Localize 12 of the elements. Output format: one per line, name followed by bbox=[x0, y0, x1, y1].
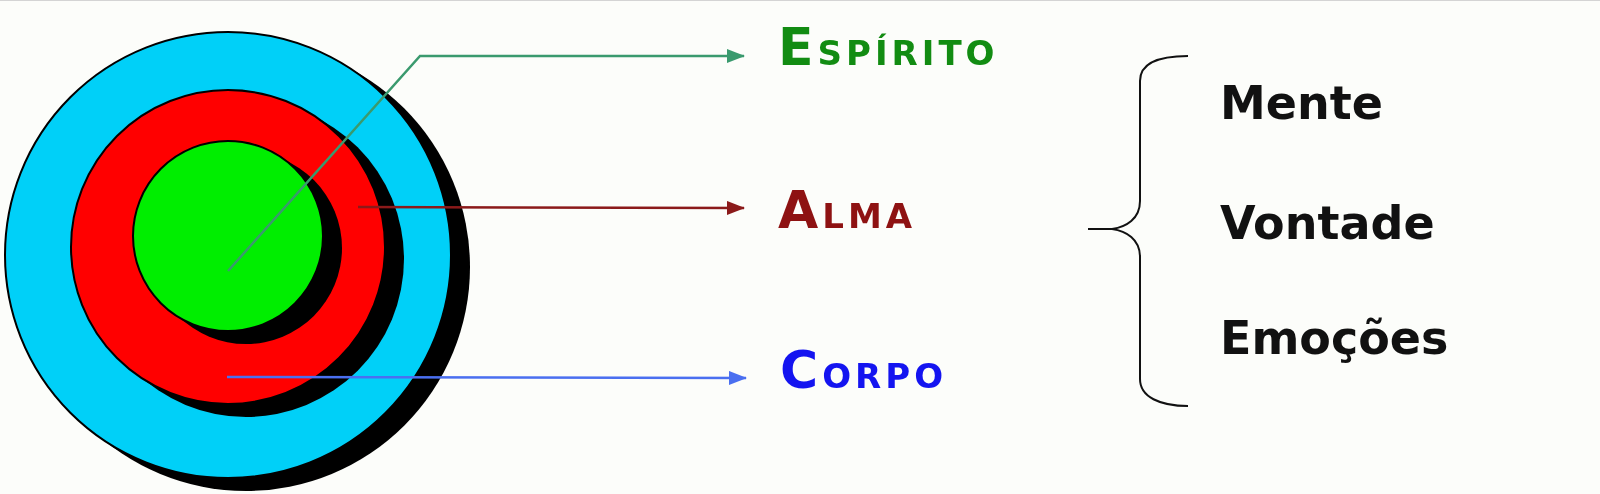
inner-circle bbox=[132, 140, 342, 344]
list-item-text: Vontade bbox=[1220, 196, 1435, 252]
middle-circle bbox=[70, 89, 404, 417]
layer-label: CORPO bbox=[780, 339, 948, 402]
layer-label: ESPÍRITO bbox=[778, 16, 999, 79]
outer-circle bbox=[4, 31, 470, 491]
list-item-text: Mente bbox=[1220, 76, 1383, 132]
list-item-text: Emoções bbox=[1220, 311, 1449, 367]
leader-arrow bbox=[227, 370, 747, 385]
layer-label: ALMA bbox=[778, 179, 917, 242]
leader-arrow bbox=[358, 200, 745, 215]
leader-arrow bbox=[227, 49, 745, 272]
